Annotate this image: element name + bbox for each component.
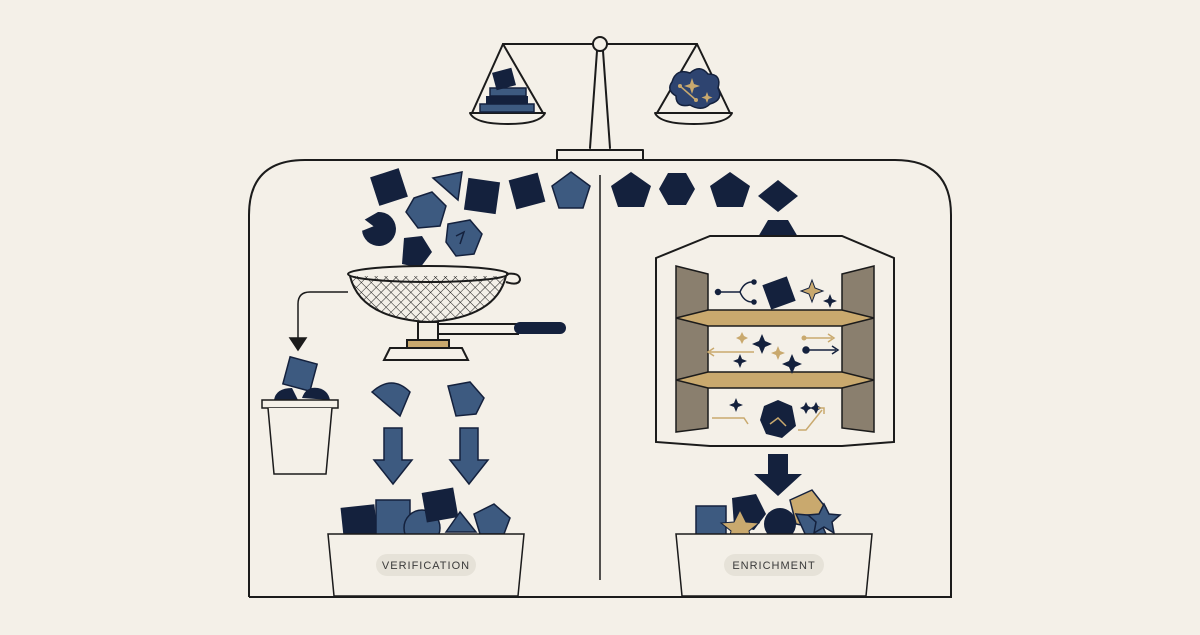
right-incoming-shapes <box>611 172 798 212</box>
main-enclosure <box>248 159 952 598</box>
crank-handle-icon <box>437 322 566 335</box>
verification-label: VERIFICATION <box>382 560 470 572</box>
strainer-icon <box>347 265 522 361</box>
enrichment-label: ENRICHMENT <box>732 560 815 572</box>
down-arrow-icon <box>372 427 490 486</box>
machine-shapes <box>760 276 796 438</box>
enrichment-bin: ENRICHMENT <box>675 533 873 597</box>
filtered-shapes <box>370 381 485 418</box>
down-arrow-icon <box>754 454 802 496</box>
branch-icon <box>706 279 840 431</box>
reject-path <box>288 291 348 352</box>
incoming-shapes <box>370 168 591 215</box>
enrichment-machine <box>655 235 895 447</box>
scale-right-contents <box>669 68 721 109</box>
sparkle-icon <box>729 278 837 414</box>
verification-bin-contents <box>340 487 511 547</box>
falling-pieces <box>361 191 483 268</box>
verification-bin: VERIFICATION <box>327 533 525 597</box>
scale-left-contents <box>479 67 535 113</box>
trash-bin-icon <box>261 355 339 475</box>
